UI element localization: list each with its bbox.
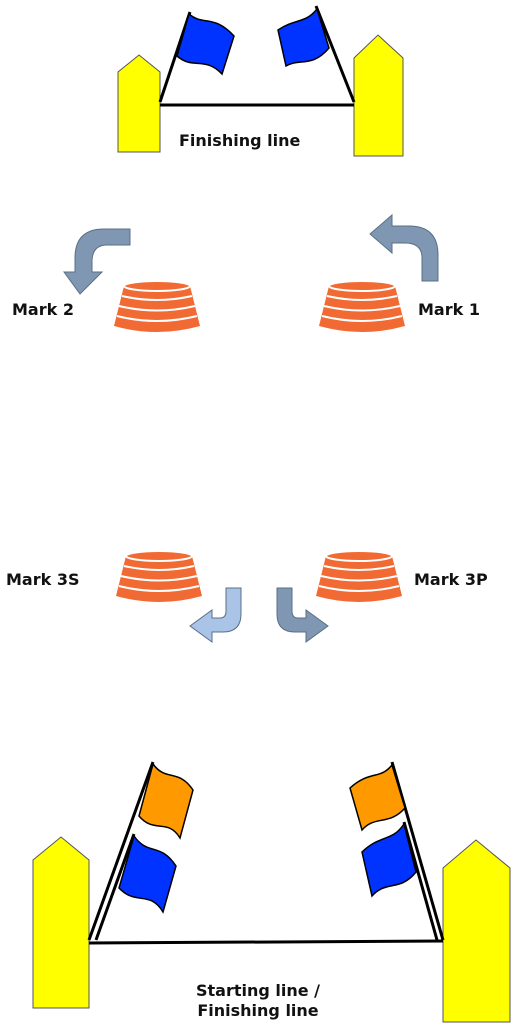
committee-boat-icon (117, 54, 161, 153)
waving-flag-icon (118, 834, 177, 914)
mark-3s-label: Mark 3S (6, 570, 80, 589)
finish-line-top (117, 5, 404, 157)
mark-3p (276, 550, 403, 643)
waving-flag-icon (361, 822, 417, 898)
waving-flag-icon (176, 12, 235, 76)
waving-flag-icon (349, 763, 406, 832)
committee-boat-icon (32, 836, 90, 1009)
buoy-mark-icon (115, 550, 203, 603)
rounding-arrow-icon (369, 213, 439, 282)
mark-3p-label: Mark 3P (414, 570, 488, 589)
mark-2 (63, 228, 201, 333)
waving-flag-icon (277, 7, 330, 68)
buoy-mark-icon (113, 280, 201, 333)
committee-boat-icon (442, 839, 511, 1023)
flag-pole (402, 821, 439, 941)
starting-line-label: Starting line / (195, 981, 321, 1000)
starting-line-label-2: Finishing line (197, 1001, 319, 1020)
start-line-bottom (32, 761, 511, 1023)
waving-flag-icon (138, 762, 194, 840)
rounding-arrow-icon (276, 587, 329, 643)
buoy-mark-icon (318, 280, 406, 333)
rounding-arrow-icon (63, 228, 131, 295)
start-line (88, 939, 444, 945)
mark-1-label: Mark 1 (418, 300, 480, 319)
rounding-arrow-icon (189, 587, 242, 643)
mark-2-label: Mark 2 (12, 300, 74, 319)
mark-3s (115, 550, 242, 643)
flag-pole (94, 833, 136, 941)
flag-pole (314, 5, 356, 103)
committee-boat-icon (353, 34, 404, 157)
finishing-line-label: Finishing line (179, 131, 301, 150)
buoy-mark-icon (315, 550, 403, 603)
flag-pole (87, 761, 155, 941)
mark-1 (318, 213, 439, 333)
